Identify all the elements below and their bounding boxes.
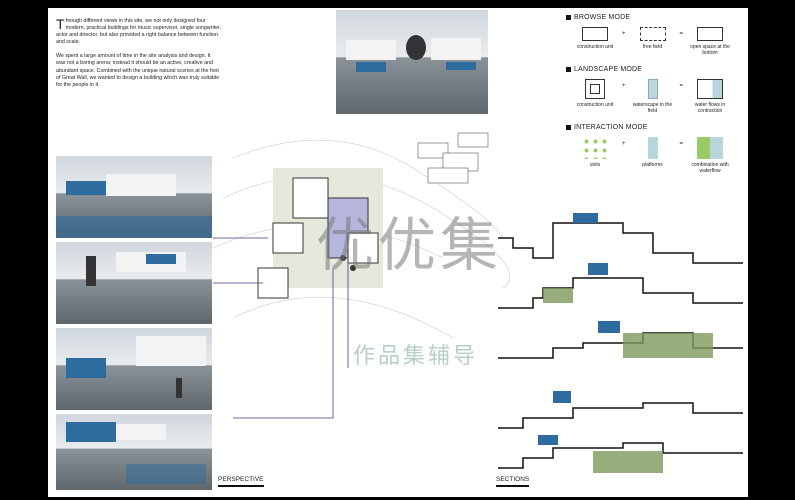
square-bullet-icon <box>566 67 571 72</box>
plus-sign: + <box>622 83 626 89</box>
free-field-icon <box>639 27 666 41</box>
plus-sign: + <box>622 141 626 147</box>
sections-label: SECTIONS <box>496 476 530 487</box>
construction-unit-icon <box>582 27 608 41</box>
item-label: water flows in contraction <box>694 102 726 114</box>
open-space-icon <box>697 27 724 41</box>
water-flow-icon <box>697 79 724 99</box>
intro-paragraph: We spent a large amount of time in the s… <box>56 53 220 88</box>
intro-paragraph: Through different views in this site, we… <box>56 16 222 46</box>
units-icon <box>582 137 608 159</box>
intro-text: Through different views in this site, we… <box>56 16 222 96</box>
mode-browse: BROWSE MODE construction unit + free fie… <box>566 14 746 56</box>
portfolio-page: Through different views in this site, we… <box>48 8 748 497</box>
waterscape-icon <box>647 79 658 99</box>
section-4 <box>498 402 743 429</box>
construction-unit-icon <box>585 79 605 99</box>
item-label: free field <box>642 44 663 50</box>
design-modes-legend: BROWSE MODE construction unit + free fie… <box>566 14 746 184</box>
mode-title: BROWSE MODE <box>574 14 631 21</box>
mode-title: INTERACTION MODE <box>574 124 648 131</box>
section-1 <box>498 222 743 264</box>
platforms-icon <box>647 137 658 159</box>
section-5 <box>498 442 743 469</box>
item-label: construction unit <box>576 44 614 50</box>
square-bullet-icon <box>566 15 571 20</box>
item-label: waterscape in the field <box>632 102 673 114</box>
square-bullet-icon <box>566 125 571 130</box>
section-2 <box>498 277 743 309</box>
equals-sign: = <box>679 31 684 37</box>
item-label: combination with waterflow <box>691 162 729 174</box>
perspective-image-4 <box>56 414 212 490</box>
plus-sign: + <box>622 31 626 37</box>
axonometric-drawing <box>417 132 489 184</box>
item-label: open space at the bottom <box>690 44 730 56</box>
sections-drawing <box>498 213 743 473</box>
mode-interaction: INTERACTION MODE units + platforms = com… <box>566 124 746 174</box>
perspective-image-2 <box>56 242 212 324</box>
perspective-image-1 <box>56 156 212 238</box>
perspective-image-3 <box>56 328 212 410</box>
item-label: construction unit <box>576 102 614 108</box>
equals-sign: = <box>679 83 684 89</box>
combination-icon <box>697 137 724 159</box>
perspective-label: PERSPECTIVE <box>218 476 264 487</box>
watermark-logo: 优优集 <box>316 211 503 279</box>
item-label: units <box>589 162 601 168</box>
top-perspective-image <box>336 10 488 114</box>
mode-title: LANDSCAPE MODE <box>574 66 643 73</box>
equals-sign: = <box>679 141 684 147</box>
site-plan <box>213 139 511 419</box>
watermark-subtitle: 作品集辅导 <box>353 343 479 368</box>
item-label: platforms <box>642 162 663 168</box>
mode-landscape: LANDSCAPE MODE construction unit + water… <box>566 66 746 114</box>
